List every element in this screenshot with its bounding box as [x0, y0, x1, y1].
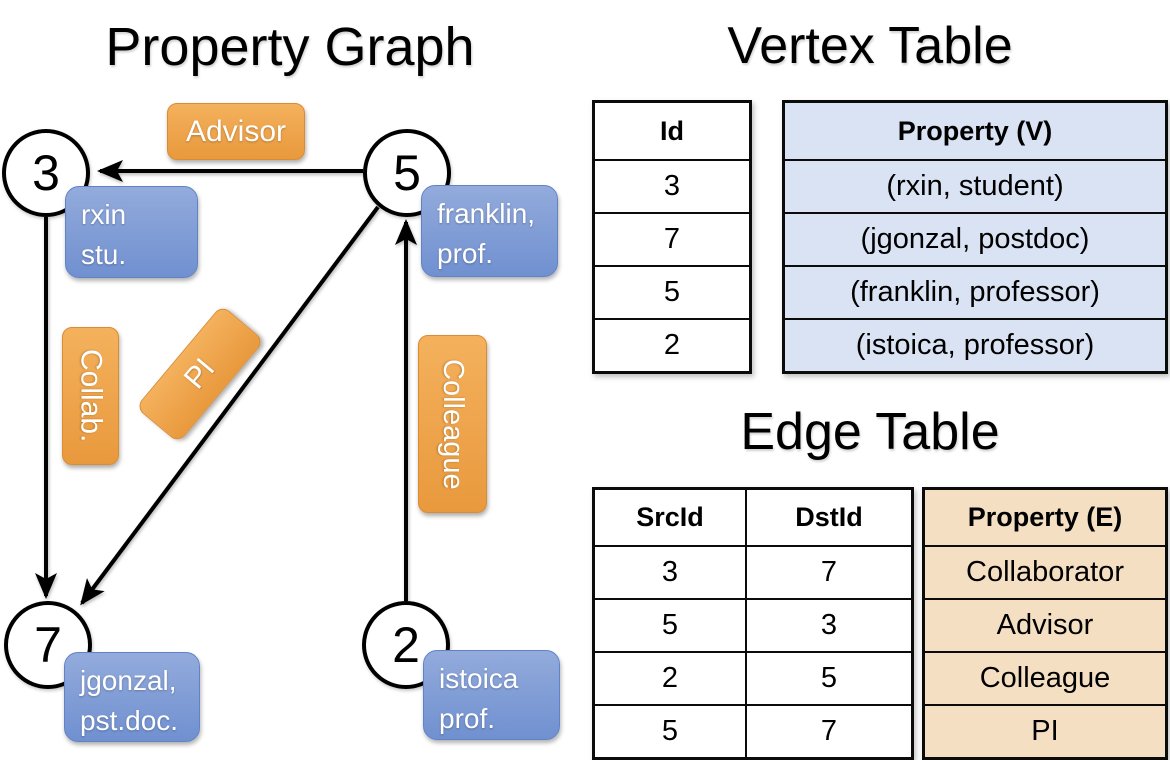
- property-line: istoica: [439, 663, 519, 694]
- node-circle-5: 5: [363, 129, 451, 217]
- vertex-id-cell: 2: [595, 318, 749, 371]
- edge-srcid-cell: 3: [595, 545, 745, 598]
- node-property-box-7: jgonzal, pst.doc.: [64, 652, 200, 742]
- vertex-id-cell: 5: [595, 265, 749, 318]
- edge-table-id-columns: SrcId DstId 3 7 5 3 2 5 5 7: [592, 487, 914, 760]
- edge-col-header-srcid: SrcId: [636, 502, 704, 532]
- edge-label-colleague: Colleague: [418, 335, 487, 513]
- edge-col-header-property: Property (E): [925, 490, 1165, 545]
- edge-srcid-cell: 2: [595, 651, 745, 704]
- vertex-table-title: Vertex Table: [727, 17, 1013, 75]
- vertex-property-cell: (rxin, student): [785, 159, 1165, 212]
- edge-label-collab: Collab.: [62, 327, 119, 465]
- node-id-label: 2: [392, 617, 420, 673]
- edge-dstid-cell: 7: [745, 704, 911, 757]
- vertex-col-header-id: Id: [660, 115, 684, 146]
- edge-property-cell: PI: [925, 704, 1165, 757]
- edge-dstid-cell: 5: [745, 651, 911, 704]
- property-graph-title: Property Graph: [105, 17, 475, 77]
- property-line: pst.doc.: [80, 704, 179, 736]
- edge-property-cell: Collaborator: [925, 545, 1165, 598]
- vertex-table-property-column: Property (V) (rxin, student) (jgonzal, p…: [782, 100, 1168, 374]
- vertex-property-cell: (franklin, professor): [785, 265, 1165, 318]
- vertex-id-cell: 7: [595, 212, 749, 265]
- edge-arrow-pi-5-to-7: [80, 205, 380, 606]
- property-line: jgonzal,: [80, 665, 177, 696]
- edge-dstid-cell: 3: [745, 598, 911, 651]
- edge-table-title: Edge Table: [740, 403, 1000, 461]
- edge-label-advisor: Advisor: [167, 103, 305, 160]
- edge-srcid-cell: 5: [595, 598, 745, 651]
- edge-dstid-cell: 7: [745, 545, 911, 598]
- property-line: prof.: [437, 237, 494, 269]
- vertex-col-header-property: Property (V): [785, 103, 1165, 159]
- edge-srcid-cell: 5: [595, 704, 745, 757]
- edge-col-header-dstid: DstId: [745, 490, 911, 545]
- property-line: franklin,: [437, 198, 536, 229]
- property-line: stu.: [81, 238, 127, 270]
- vertex-id-cell: 3: [595, 159, 749, 212]
- node-property-box-3: rxin stu.: [65, 186, 198, 278]
- node-property-box-2: istoica prof.: [423, 650, 560, 740]
- node-id-label: 5: [393, 145, 421, 201]
- edge-property-cell: Colleague: [925, 651, 1165, 704]
- node-property-box-5: franklin, prof.: [421, 185, 558, 277]
- graph-edges-canvas: [35, 160, 417, 606]
- vertex-table-id-column: Id 3 7 5 2: [592, 100, 752, 374]
- vertex-property-cell: (jgonzal, postdoc): [785, 212, 1165, 265]
- node-id-label: 3: [32, 145, 60, 201]
- node-id-label: 7: [34, 617, 62, 673]
- property-line: rxin: [81, 199, 127, 230]
- edge-table-property-column: Property (E) Collaborator Advisor Collea…: [922, 487, 1168, 760]
- node-circle-2: 2: [362, 601, 450, 689]
- vertex-property-cell: (istoica, professor): [785, 318, 1165, 371]
- property-line: prof.: [439, 702, 496, 734]
- edge-property-cell: Advisor: [925, 598, 1165, 651]
